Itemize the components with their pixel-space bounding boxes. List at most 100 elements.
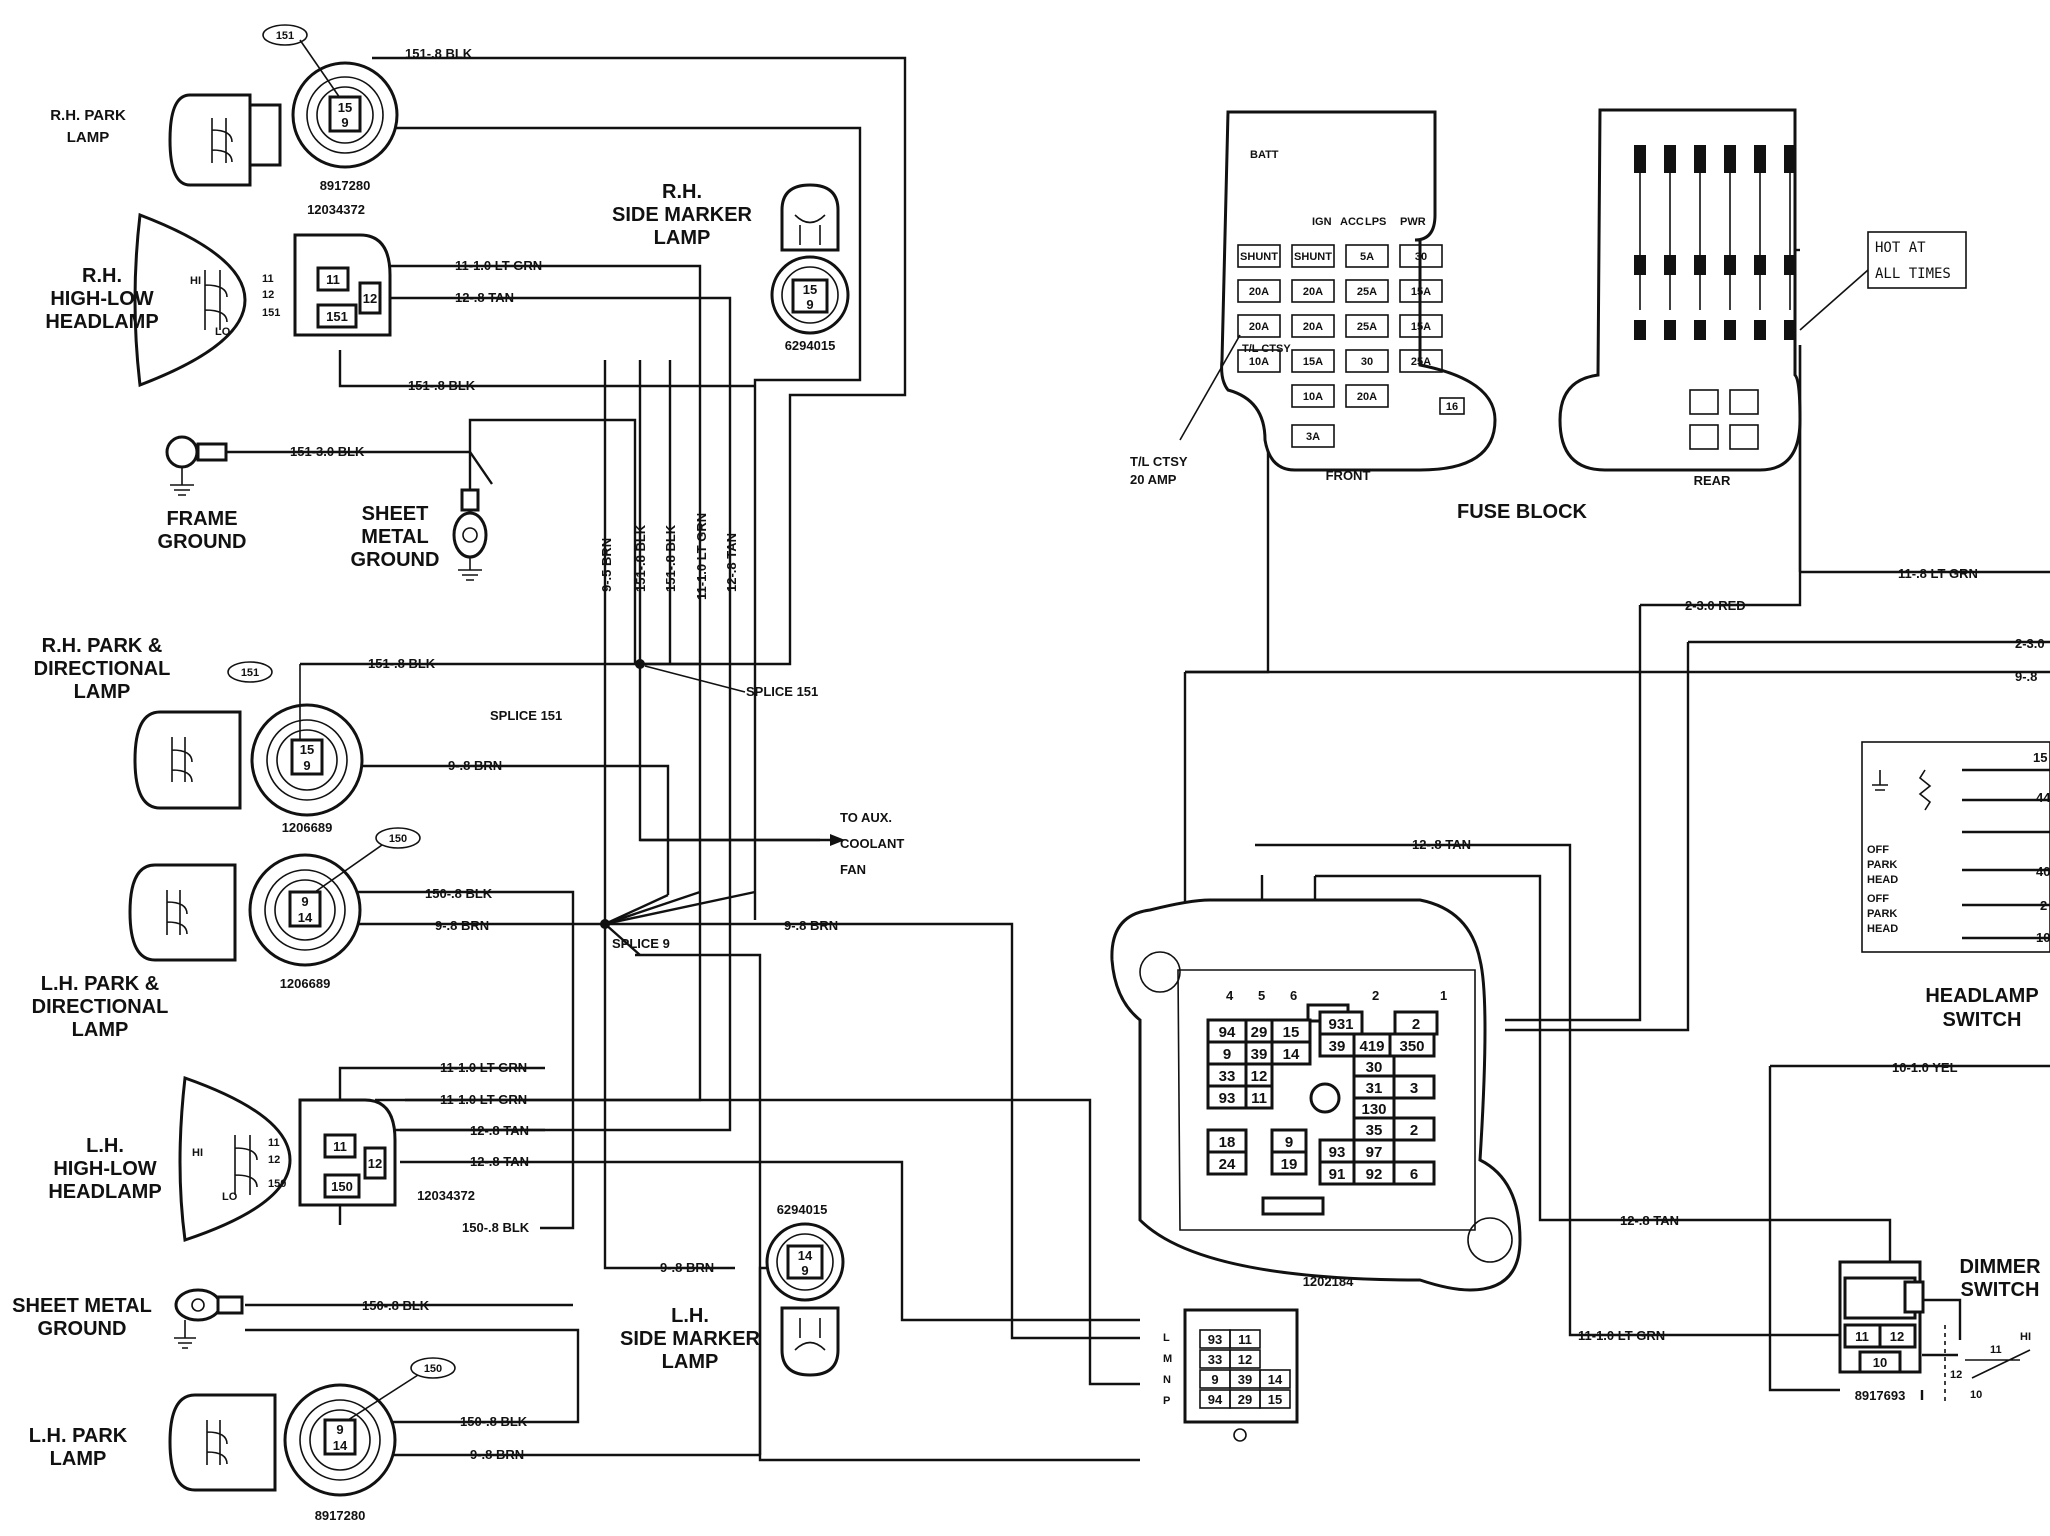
bh-cell-39b: 39: [1251, 1046, 1268, 1063]
bh-cell-130: 130: [1361, 1101, 1386, 1118]
lh-pd-name-2: DIRECTIONAL: [32, 996, 169, 1018]
wire-label-lh-11-ltgrn-a: 11-1.0 LT GRN: [440, 1060, 527, 1075]
bh-cell-6: 6: [1410, 1166, 1418, 1183]
lh-pd-pin-9: 9: [301, 894, 308, 909]
lc-cell-15: 15: [1268, 1392, 1282, 1407]
lh-park-name-2: LAMP: [50, 1448, 107, 1470]
bh-cell-11: 11: [1251, 1090, 1267, 1107]
bh-cell-35: 35: [1366, 1122, 1383, 1139]
wire-label-lh-park-150-blk: 150-.8 BLK: [460, 1414, 528, 1429]
lh-hl-cell-150: 150: [331, 1179, 353, 1194]
wire-label-lhpd-150-blk: 150-.8 BLK: [425, 886, 493, 901]
lh-marker-pin-9: 9: [801, 1263, 808, 1278]
lh-pd-name-1: L.H. PARK &: [41, 973, 160, 995]
bh-pos-5: 5: [1258, 988, 1265, 1003]
rh-headlamp-pin-12: 12: [262, 289, 274, 301]
lh-pd-name-3: LAMP: [72, 1019, 129, 1041]
lc-cell-94: 94: [1208, 1392, 1223, 1407]
hs-name-1: HEADLAMP: [1925, 985, 2038, 1007]
fuse-block-title: FUSE BLOCK: [1457, 501, 1588, 523]
bh-cell-19: 19: [1281, 1156, 1298, 1173]
lh-headlamp-hi: HI: [192, 1147, 203, 1159]
hot-at-2: ALL TIMES: [1875, 266, 1951, 282]
wire-label-lh-150-blk: 150-.8 BLK: [462, 1220, 530, 1235]
bulkhead-part-no: 1202184: [1303, 1274, 1354, 1289]
fuse-pwr: PWR: [1400, 216, 1426, 228]
rh-park-dir-lamp: 15 9 151 1206689 R.H. PARK & DIRECTIONAL…: [34, 635, 364, 835]
fuse-15a-2: 15A: [1411, 321, 1431, 333]
fuse-tl-ctsy-1: T/L CTSY: [1130, 454, 1188, 469]
wire-label-9-8: 9-.8: [2015, 669, 2037, 684]
rh-pd-name-2: DIRECTIONAL: [34, 658, 171, 680]
fuse-20a-5: 20A: [1357, 391, 1377, 403]
ds-part-no: 8917693: [1855, 1388, 1906, 1403]
wire-label-151-30-blk: 151-3.0 BLK: [290, 444, 365, 459]
headlamp-switch: OFF PARK HEAD OFF PARK HEAD 15 44 40 2 1…: [1861, 741, 2050, 1031]
fuse-25a-2: 25A: [1357, 321, 1377, 333]
hs-pin-40: 40: [2036, 864, 2050, 879]
wire-label-lh-park-9-brn: 9-.8 BRN: [470, 1447, 524, 1462]
rh-marker-pin-9: 9: [806, 297, 813, 312]
aux-fan-label-2: COOLANT: [840, 836, 904, 851]
lh-hl-cell-12: 12: [368, 1156, 382, 1171]
fuse-5a: 5A: [1360, 251, 1374, 263]
lc-row-l: L: [1163, 1332, 1170, 1344]
rh-headlamp: HI LO 11 12 151 11 12 151 12034372 R.H. …: [45, 202, 392, 388]
wire-label-rhpd-151-blk: 151-.8 BLK: [368, 656, 436, 671]
rh-pd-name-1: R.H. PARK &: [42, 635, 163, 657]
bh-cell-2b: 2: [1410, 1122, 1418, 1139]
hs-mode-3: HEAD: [1867, 874, 1898, 886]
frame-ground: FRAME GROUND: [158, 435, 247, 553]
lc-row-p: P: [1163, 1395, 1170, 1407]
bh-cell-39: 39: [1329, 1038, 1346, 1055]
lh-pd-pin-14: 14: [298, 910, 313, 925]
lh-headlamp-pin-150: 150: [268, 1178, 286, 1190]
ds-name-2: SWITCH: [1961, 1279, 2040, 1301]
splice-9-label: SPLICE 9: [612, 936, 670, 951]
frame-ground-name-2: GROUND: [158, 531, 247, 553]
lh-park-lamp: 9 14 150 8917280 L.H. PARK LAMP: [29, 1357, 456, 1523]
dimmer-switch: 11 12 10 8917693 DIMMER SWITCH 11 HI 12 …: [1838, 1256, 2041, 1405]
wire-label-9-brn-right: 9-.8 BRN: [784, 918, 838, 933]
bh-cell-93: 93: [1219, 1090, 1236, 1107]
fuse-16: 16: [1446, 401, 1458, 413]
fuse-tl-ctsy-2: 20 AMP: [1130, 472, 1177, 487]
sheet-metal-ground-rh: SHEET METAL GROUND: [351, 488, 488, 581]
rh-park-pin-15: 15: [338, 100, 352, 115]
rh-pd-pin-15: 15: [300, 742, 314, 757]
hs-mode-2: PARK: [1867, 859, 1897, 871]
trunk-label-151-blk-b: 151-.8 BLK: [663, 524, 678, 592]
bh-cell-29: 29: [1251, 1024, 1268, 1041]
lh-park-part-no: 8917280: [315, 1508, 366, 1523]
fuse-block: BATT IGN ACC LPS PWR SHUNT SHUNT 5A 30 2…: [1130, 110, 1497, 487]
fuse-20a-1: 20A: [1249, 286, 1269, 298]
fuse-rear-label: REAR: [1694, 473, 1731, 488]
splice-9-dot: [600, 919, 610, 929]
rh-hl-cell-11: 11: [326, 272, 340, 287]
bh-cell-15: 15: [1283, 1024, 1300, 1041]
rh-park-circuit: 151: [276, 30, 294, 42]
ds-pin-12: 12: [1890, 1329, 1904, 1344]
wire-label-rh-151-blk: 151-.8 BLK: [408, 378, 476, 393]
rh-headlamp-pin-151: 151: [262, 307, 280, 319]
rh-marker-name-2: SIDE MARKER: [612, 204, 753, 226]
bh-cell-91: 91: [1329, 1166, 1346, 1183]
lh-marker-part-no: 6294015: [777, 1202, 828, 1217]
lh-pd-circuit: 150: [389, 833, 407, 845]
trunk-label-11-ltgrn: 11-1.0 LT GRN: [694, 513, 709, 600]
lc-row-m: M: [1163, 1353, 1172, 1365]
bh-cell-94: 94: [1219, 1024, 1236, 1041]
lc-cell-39: 39: [1238, 1372, 1252, 1387]
fuse-10a-2: 10A: [1303, 391, 1323, 403]
hot-at-1: HOT AT: [1875, 240, 1926, 256]
hs-mode-5: PARK: [1867, 908, 1897, 920]
lh-headlamp-part-no: 12034372: [417, 1188, 475, 1203]
fuse-batt: BATT: [1250, 149, 1279, 161]
wire-label-11-08-ltgrn: 11-.8 LT GRN: [1898, 566, 1978, 581]
hs-name-2: SWITCH: [1943, 1009, 2022, 1031]
bh-cell-18: 18: [1219, 1134, 1236, 1151]
bh-cell-93b: 93: [1329, 1144, 1346, 1161]
rh-marker-pin-15: 15: [803, 282, 817, 297]
aux-fan-label-3: FAN: [840, 862, 866, 877]
rh-park-name-1: R.H. PARK: [50, 107, 126, 124]
